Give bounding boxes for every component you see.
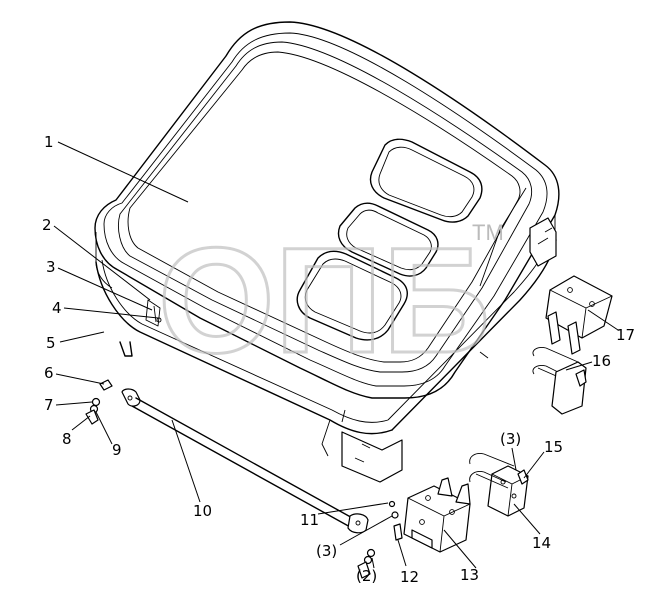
mount-bracket-13 bbox=[403, 477, 471, 553]
cab-frame bbox=[95, 217, 557, 483]
hardware-left bbox=[85, 379, 113, 425]
hardware-center bbox=[357, 500, 403, 579]
callout-7: 7 bbox=[44, 396, 54, 414]
watermark: ОПБ TM bbox=[157, 215, 504, 386]
callout-2-ref: (2) bbox=[356, 567, 377, 585]
callout-9: 9 bbox=[112, 441, 122, 459]
trademark-mark: TM bbox=[472, 220, 504, 245]
leader-lines bbox=[53, 141, 619, 569]
callout-11: 11 bbox=[300, 511, 319, 529]
callout-labels: 1 2 3 4 5 6 7 8 9 10 11 (3) (2) 12 13 14… bbox=[42, 133, 635, 586]
callout-12: 12 bbox=[400, 568, 419, 586]
callout-13: 13 bbox=[460, 566, 479, 584]
mount-plate-17 bbox=[532, 275, 613, 415]
callout-17: 17 bbox=[616, 326, 635, 344]
callout-5: 5 bbox=[46, 334, 56, 352]
callout-8: 8 bbox=[62, 430, 72, 448]
callout-3-ref-b: (3) bbox=[500, 430, 521, 448]
callout-1: 1 bbox=[44, 133, 54, 151]
callout-16: 16 bbox=[592, 352, 611, 370]
watermark-text: ОПБ bbox=[158, 216, 490, 384]
callout-14: 14 bbox=[532, 534, 551, 552]
callout-6: 6 bbox=[44, 364, 54, 382]
callout-4: 4 bbox=[52, 299, 62, 317]
roof-panel bbox=[94, 21, 560, 399]
callout-15: 15 bbox=[544, 438, 563, 456]
callout-3-ref-a: (3) bbox=[316, 542, 337, 560]
support-rod bbox=[121, 388, 369, 534]
mount-plate-14 bbox=[469, 453, 529, 517]
callout-2: 2 bbox=[42, 216, 52, 234]
callout-3: 3 bbox=[46, 258, 56, 276]
callout-10: 10 bbox=[193, 502, 212, 520]
